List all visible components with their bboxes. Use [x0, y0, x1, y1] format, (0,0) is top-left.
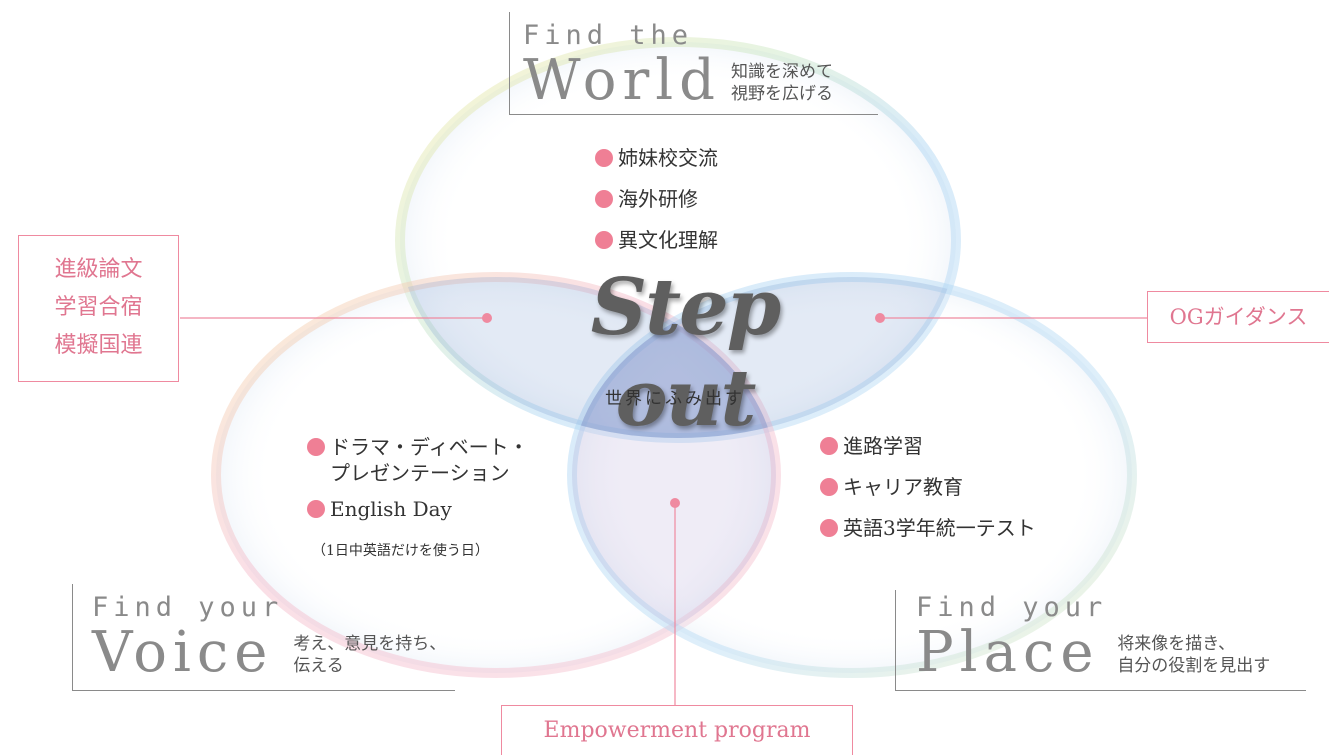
place-small-word: Find your: [916, 592, 1108, 623]
bullet-dot: [820, 478, 838, 496]
voice-item-label: English Day: [330, 496, 452, 522]
place-circle: [567, 272, 1137, 678]
voice-label: Find your Voice 考え、意見を持ち、 伝える: [92, 594, 446, 681]
bullet-dot: [595, 149, 613, 167]
world-item-label: 姉妹校交流: [618, 146, 718, 170]
world-big-word: World: [523, 48, 721, 113]
bullet-dot: [307, 438, 325, 456]
bullet-dot: [595, 190, 613, 208]
voice-big-word: Voice: [92, 620, 274, 685]
bottom-connector-dot: [670, 498, 680, 508]
list-item: 英語3学年統一テスト: [820, 515, 1036, 541]
list-item: 異文化理解: [595, 227, 718, 253]
center-subtitle: 世界にふみ出す: [605, 389, 745, 409]
voice-small-word: Find your: [92, 592, 284, 623]
list-item: キャリア教育: [820, 474, 1036, 500]
world-small-word: Find the: [523, 20, 694, 51]
voice-item-list: ドラマ・ディベート・ プレゼンテーション English Day: [307, 434, 529, 522]
list-item: 進路学習: [820, 433, 1036, 459]
right-connector-dot: [875, 313, 885, 323]
world-desc-line2: 視野を広げる: [731, 84, 833, 104]
place-description: 将来像を描き、 自分の役割を見出す: [1117, 633, 1270, 677]
voice-label-frame: [72, 584, 455, 691]
place-desc-line2: 自分の役割を見出す: [1117, 656, 1271, 676]
left-callout-line: 学習合宿: [54, 295, 143, 320]
place-item-label: 英語3学年統一テスト: [843, 516, 1036, 540]
voice-item1-line2: プレゼンテーション: [330, 461, 510, 485]
center-title: Step out: [590, 262, 782, 444]
world-item-label: 異文化理解: [618, 228, 718, 252]
voice-item2-label: English Day: [330, 497, 452, 521]
world-label-frame: [509, 12, 878, 115]
list-item: 姉妹校交流: [595, 145, 718, 171]
list-item: ドラマ・ディベート・ プレゼンテーション: [307, 434, 529, 486]
place-label-frame: [895, 590, 1306, 691]
world-desc-line1: 知識を深めて: [731, 62, 833, 82]
bullet-dot: [307, 500, 325, 518]
left-callout-line: 模擬国連: [54, 333, 143, 358]
list-item: English Day: [307, 496, 529, 522]
voice-item1-line1: ドラマ・ディベート・: [330, 435, 529, 459]
voice-item2-sub: （1日中英語だけを使う日）: [312, 543, 489, 559]
voice-item-label: ドラマ・ディベート・ プレゼンテーション: [330, 434, 529, 486]
place-item-label: 進路学習: [843, 434, 923, 458]
place-item-label: キャリア教育: [843, 475, 963, 499]
left-callout-line: 進級論文: [54, 257, 143, 282]
world-description: 知識を深めて 視野を広げる: [731, 61, 833, 105]
place-label: Find your Place 将来像を描き、 自分の役割を見出す: [916, 594, 1270, 681]
place-desc-line1: 将来像を描き、: [1117, 634, 1236, 654]
right-callout-box: OGガイダンス: [1147, 291, 1329, 343]
world-label: Find the World 知識を深めて 視野を広げる: [523, 22, 833, 109]
world-item-list: 姉妹校交流 海外研修 異文化理解: [595, 145, 718, 253]
left-callout-box: 進級論文 学習合宿 模擬国連: [18, 235, 179, 382]
voice-description: 考え、意見を持ち、 伝える: [293, 633, 446, 677]
list-item: 海外研修: [595, 186, 718, 212]
bottom-callout-box: Empowerment program: [501, 705, 853, 755]
bullet-dot: [820, 437, 838, 455]
bullet-dot: [820, 519, 838, 537]
place-item-list: 進路学習 キャリア教育 英語3学年統一テスト: [820, 433, 1036, 541]
place-big-word: Place: [916, 620, 1100, 685]
voice-desc-line1: 考え、意見を持ち、: [293, 634, 447, 654]
left-connector-dot: [482, 313, 492, 323]
bullet-dot: [595, 231, 613, 249]
world-item-label: 海外研修: [618, 187, 698, 211]
voice-desc-line2: 伝える: [293, 656, 344, 676]
